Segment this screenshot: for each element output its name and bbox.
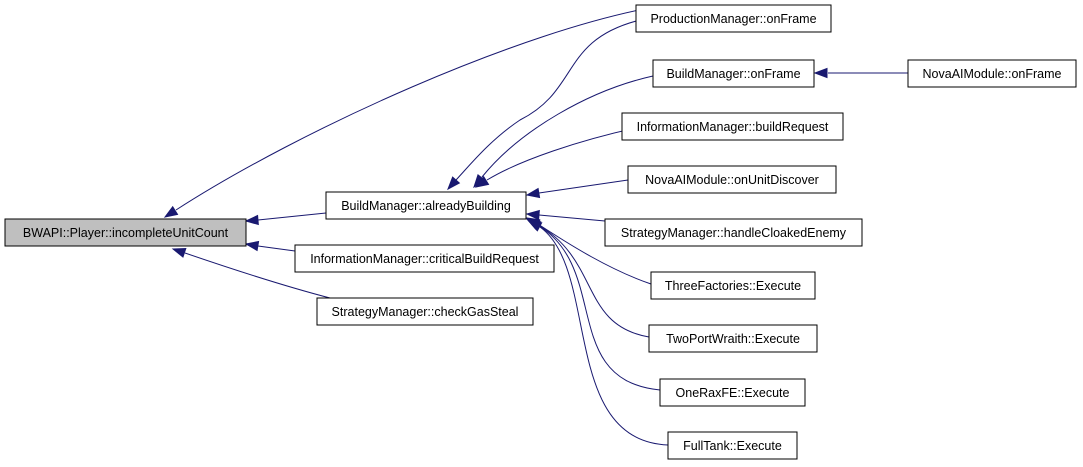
edge-fulltank-to-already (527, 220, 669, 446)
node-label: BuildManager::alreadyBuilding (341, 199, 511, 213)
edge-line (486, 126, 641, 181)
node-label: BuildManager::onFrame (666, 67, 800, 81)
edge-line (184, 252, 331, 299)
edge-line (538, 179, 629, 194)
edge-gassteal-to-incomplete (171, 247, 331, 299)
node-box (4, 218, 247, 247)
edge-line (175, 5, 661, 211)
edge-arrowhead (527, 220, 543, 232)
edge-discover-to-already (525, 179, 629, 199)
node-label: NovaAIModule::onFrame (923, 67, 1062, 81)
graph-nodes: BWAPI::Player::incompleteUnitCount BuildM… (4, 4, 1077, 460)
node-nova_onframe[interactable]: NovaAIModule::onFrame (907, 59, 1077, 88)
graph-edges (163, 5, 908, 446)
node-label: ThreeFactories::Execute (665, 279, 801, 293)
node-box (648, 324, 818, 353)
node-label: TwoPortWraith::Execute (666, 332, 800, 346)
node-box (907, 59, 1077, 88)
edge-line (537, 224, 650, 338)
edge-nova_onframe-to-build_onframe (813, 67, 908, 79)
node-threefac[interactable]: ThreeFactories::Execute (650, 271, 816, 300)
edge-line (539, 226, 669, 446)
edge-cloaked-to-already (525, 209, 606, 222)
node-label: StrategyManager::checkGasSteal (332, 305, 519, 319)
node-box (294, 244, 555, 273)
node-box (667, 431, 798, 460)
node-buildreq[interactable]: InformationManager::buildRequest (621, 112, 844, 141)
edge-arrowhead (244, 240, 260, 252)
edge-line (538, 214, 606, 222)
edge-line (537, 223, 652, 285)
node-box (652, 59, 815, 88)
node-label: BWAPI::Player::incompleteUnitCount (23, 226, 229, 240)
edge-prod_onframe-to-incomplete (163, 5, 661, 218)
edge-arrowhead (163, 205, 179, 218)
edge-line (257, 245, 296, 252)
edge-arrowhead (813, 67, 828, 79)
edge-already-to-incomplete (244, 212, 327, 226)
node-twoport[interactable]: TwoPortWraith::Execute (648, 324, 818, 353)
node-box (325, 191, 527, 220)
edge-arrowhead (474, 175, 490, 188)
node-label: InformationManager::buildRequest (637, 120, 829, 134)
node-build_onframe[interactable]: BuildManager::onFrame (652, 59, 815, 88)
edge-buildreq-to-already (474, 126, 641, 188)
node-box (635, 4, 832, 33)
node-prod_onframe[interactable]: ProductionManager::onFrame (635, 4, 832, 33)
edge-line (455, 19, 641, 181)
edge-prod_onframe-to-already (447, 19, 641, 191)
node-box (659, 378, 806, 407)
node-label: InformationManager::criticalBuildRequest (310, 252, 539, 266)
node-gassteal[interactable]: StrategyManager::checkGasSteal (316, 297, 534, 326)
node-fulltank[interactable]: FullTank::Execute (667, 431, 798, 460)
node-label: StrategyManager::handleCloakedEnemy (621, 226, 847, 240)
edge-line (538, 225, 661, 391)
node-label: OneRaxFE::Execute (676, 386, 790, 400)
node-box (650, 271, 816, 300)
node-discover[interactable]: NovaAIModule::onUnitDiscover (627, 165, 837, 194)
edge-critical-to-incomplete (244, 240, 296, 252)
edge-arrowhead (525, 187, 541, 199)
edge-arrowhead (244, 214, 259, 226)
node-already[interactable]: BuildManager::alreadyBuilding (325, 191, 527, 220)
edge-arrowhead (171, 247, 187, 258)
edge-line (257, 212, 327, 221)
node-label: FullTank::Execute (683, 439, 782, 453)
node-incomplete[interactable]: BWAPI::Player::incompleteUnitCount (4, 218, 247, 247)
node-critical[interactable]: InformationManager::criticalBuildRequest (294, 244, 555, 273)
node-box (604, 218, 863, 247)
edge-arrowhead (447, 176, 461, 191)
node-box (627, 165, 837, 194)
node-label: ProductionManager::onFrame (650, 12, 816, 26)
node-oneraxfe[interactable]: OneRaxFE::Execute (659, 378, 806, 407)
node-box (621, 112, 844, 141)
node-label: NovaAIModule::onUnitDiscover (645, 173, 819, 187)
node-cloaked[interactable]: StrategyManager::handleCloakedEnemy (604, 218, 863, 247)
edge-line (481, 75, 654, 178)
node-box (316, 297, 534, 326)
edge-arrowhead (525, 209, 540, 221)
